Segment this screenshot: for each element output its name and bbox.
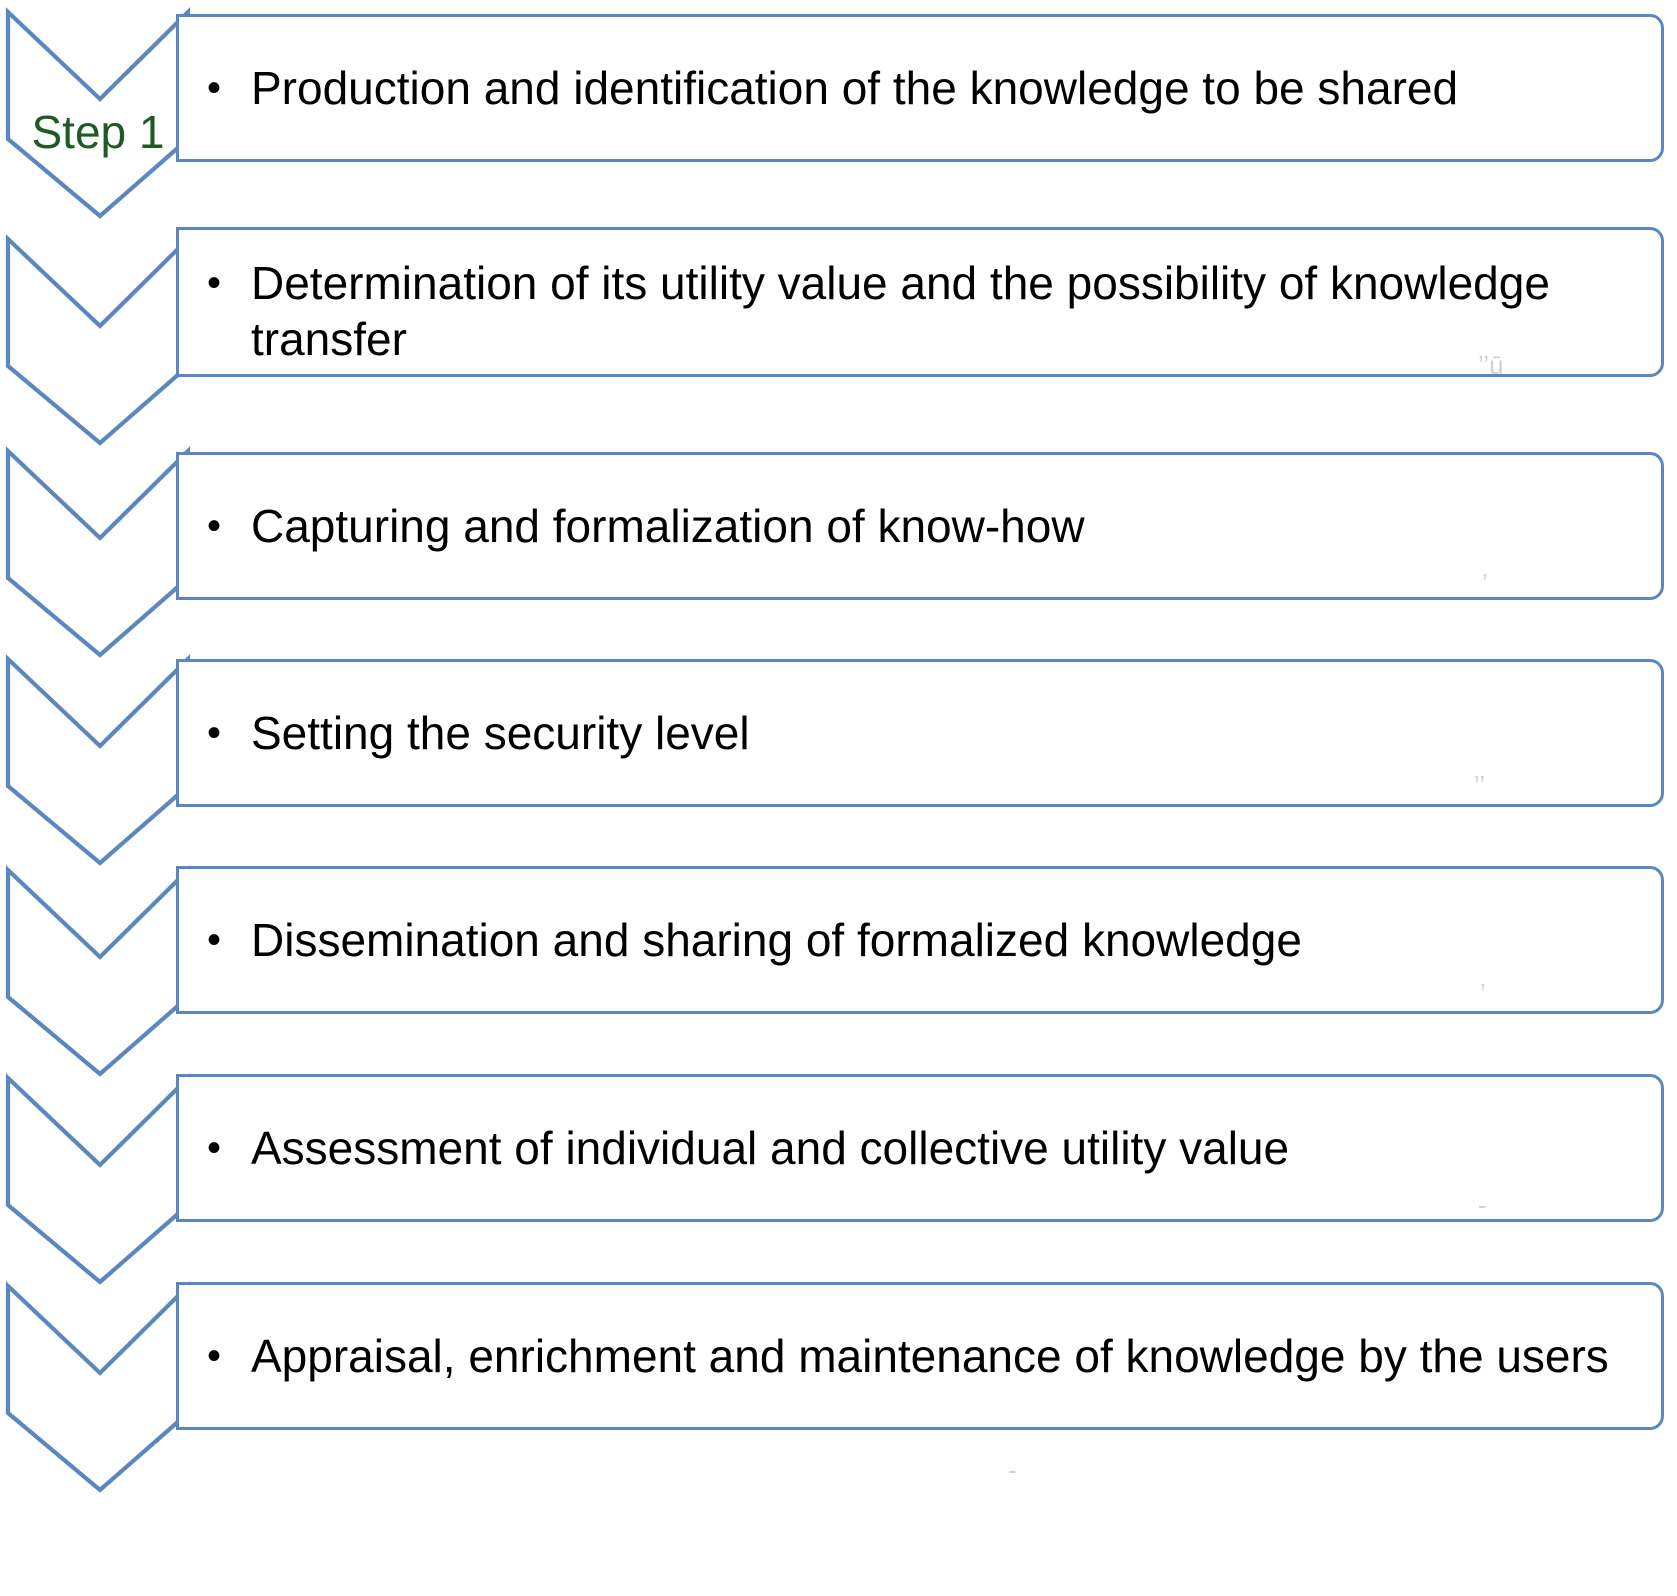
bullet-icon: • — [207, 711, 222, 755]
chevron-shape-icon — [5, 1072, 191, 1285]
chevron-step-5[interactable]: Step 5 — [0, 862, 200, 1077]
step-3-text: Capturing and formalization of know-how — [251, 500, 1085, 552]
chevron-shape-icon — [5, 653, 191, 866]
step-4-text: Setting the security level — [251, 707, 750, 759]
step-6-text-box[interactable]: • Assessment of individual and collectiv… — [176, 1074, 1664, 1222]
bullet-line: • Production and identification of the k… — [179, 60, 1661, 116]
step-5-text-box[interactable]: • Dissemination and sharing of formalize… — [176, 866, 1664, 1014]
bullet-icon: • — [207, 918, 222, 962]
bullet-icon: • — [207, 504, 222, 548]
chevron-shape-icon — [5, 864, 191, 1077]
bullet-line: • Determination of its utility value and… — [179, 237, 1661, 367]
step-1-text-box[interactable]: • Production and identification of the k… — [176, 14, 1664, 162]
step-4-text-box[interactable]: • Setting the security level — [176, 659, 1664, 807]
bullet-line: • Dissemination and sharing of formalize… — [179, 912, 1661, 968]
step-3-text-box[interactable]: • Capturing and formalization of know-ho… — [176, 452, 1664, 600]
step-7-text: Appraisal, enrichment and maintenance of… — [251, 1330, 1609, 1382]
residual-artifact: ’’ū — [1478, 350, 1504, 380]
bullet-icon: • — [207, 261, 222, 305]
step-1-text: Production and identification of the kno… — [251, 62, 1459, 114]
step-7-text-box[interactable]: • Appraisal, enrichment and maintenance … — [176, 1282, 1664, 1430]
chevron-step-2[interactable]: Step 2 — [0, 231, 200, 611]
chevron-step-3[interactable]: Step 3 — [0, 443, 200, 1035]
residual-artifact: ’’ — [1474, 770, 1486, 800]
bullet-icon: • — [207, 66, 222, 110]
step-2-text-box[interactable]: • Determination of its utility value and… — [176, 227, 1664, 377]
bullet-line: • Setting the security level — [179, 705, 1661, 761]
chevron-shape-icon — [5, 1280, 191, 1493]
step-6-text: Assessment of individual and collective … — [251, 1122, 1290, 1174]
chevron-step-7[interactable]: Step 7 — [0, 1278, 200, 1493]
residual-artifact: - — [1478, 1190, 1487, 1220]
process-step-row: Step 1 • Production and identification o… — [0, 0, 1677, 219]
chevron-step-1[interactable]: Step 1 — [0, 4, 200, 219]
bullet-line: • Capturing and formalization of know-ho… — [179, 498, 1661, 554]
chevron-step-1-label: Step 1 — [31, 106, 165, 158]
chevron-shape-icon — [5, 233, 191, 446]
step-5-text: Dissemination and sharing of formalized … — [251, 914, 1302, 966]
step-2-text: Determination of its utility value and t… — [251, 257, 1550, 365]
residual-artifact: ’ — [1480, 978, 1486, 1008]
bullet-line: • Appraisal, enrichment and maintenance … — [179, 1328, 1661, 1384]
chevron-step-4[interactable]: Step 4 — [0, 651, 200, 1451]
residual-artifact: - — [1008, 1455, 1017, 1485]
chevron-step-6[interactable]: Step 6 — [0, 1070, 200, 1285]
residual-artifact: ’ — [1482, 568, 1488, 598]
bullet-line: • Assessment of individual and collectiv… — [179, 1120, 1661, 1176]
bullet-icon: • — [207, 1126, 222, 1170]
bullet-icon: • — [207, 1334, 222, 1378]
chevron-shape-icon — [5, 445, 191, 658]
